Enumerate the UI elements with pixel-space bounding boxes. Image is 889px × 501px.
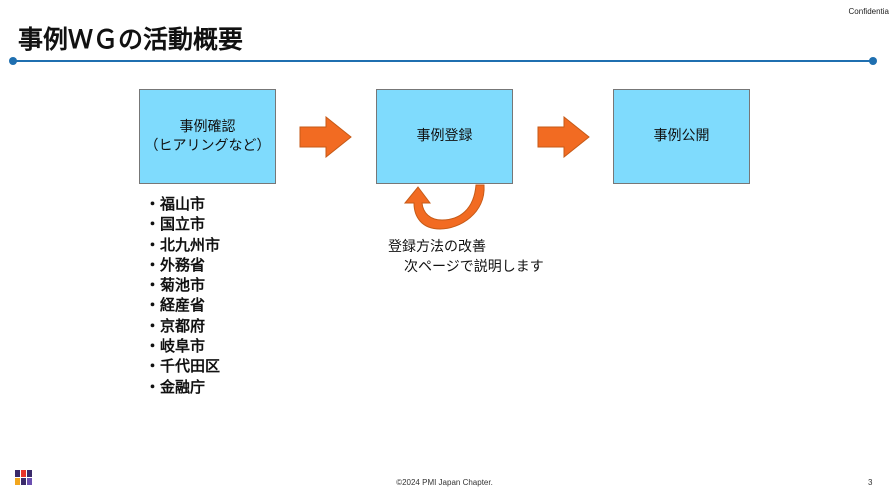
list-item: 岐阜市 [145, 336, 220, 356]
step-register-box: 事例登録 [376, 89, 513, 184]
step-publish-box: 事例公開 [613, 89, 750, 184]
right-arrow-icon [537, 116, 590, 158]
list-item: 北九州市 [145, 235, 220, 255]
confidential-label: Confidentia [848, 7, 889, 16]
list-item: 千代田区 [145, 356, 220, 376]
step-confirm-label: 事例確認 [179, 118, 236, 135]
step-publish-label: 事例公開 [653, 128, 710, 144]
list-item: 金融庁 [145, 377, 220, 397]
note-line2: 次ページで説明します [404, 259, 544, 275]
note-line1: 登録方法の改善 [388, 239, 486, 255]
step-confirm-box: 事例確認 （ヒアリングなど） [139, 89, 276, 184]
rule-right-dot [869, 57, 877, 65]
copyright-footer: ©2024 PMI Japan Chapter. [396, 478, 493, 487]
page-number: 3 [868, 478, 873, 487]
pmi-logo-icon [15, 470, 32, 485]
list-item: 外務省 [145, 255, 220, 275]
list-item: 国立市 [145, 214, 220, 234]
step-confirm-sublabel: （ヒアリングなど） [144, 137, 271, 154]
list-item: 京都府 [145, 316, 220, 336]
list-item: 菊池市 [145, 275, 220, 295]
list-item: 福山市 [145, 194, 220, 214]
right-arrow-icon [299, 116, 352, 158]
loop-arrow-icon [403, 184, 485, 230]
step-register-label: 事例登録 [416, 128, 473, 144]
list-item: 経産省 [145, 295, 220, 315]
organization-list: 福山市 国立市 北九州市 外務省 菊池市 経産省 京都府 岐阜市 千代田区 金融… [145, 194, 220, 397]
title-underline [12, 60, 874, 62]
slide-title: 事例ＷＧの活動概要 [18, 25, 244, 54]
